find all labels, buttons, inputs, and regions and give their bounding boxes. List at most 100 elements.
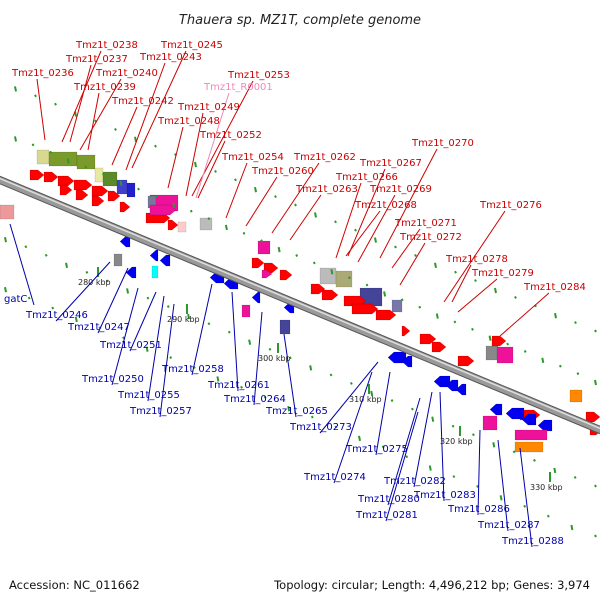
guide-tick	[137, 187, 140, 191]
guide-tick	[370, 390, 374, 397]
guide-tick	[44, 253, 48, 257]
guide-tick	[570, 524, 574, 531]
reverse-feature	[514, 441, 544, 453]
leader-line	[387, 397, 421, 506]
guide-tick	[194, 161, 197, 168]
forward-gene-arrow	[167, 219, 179, 231]
reverse-gene-arrow	[149, 249, 159, 262]
forward-gene-arrow	[279, 269, 293, 281]
forward-gene-arrow	[73, 179, 93, 191]
leader-line	[55, 261, 111, 322]
guide-tick	[523, 504, 527, 508]
gene-label: Tmz1t_0267	[359, 158, 422, 169]
guide-tick	[309, 365, 313, 371]
kbp-label: 320 kbp	[440, 437, 473, 446]
guide-tick	[66, 158, 70, 164]
guide-tick	[533, 458, 536, 462]
gene-label: gatC	[4, 294, 27, 305]
gene-label: Tmz1t_0288	[501, 536, 564, 547]
gene-label: Tmz1t_0257	[129, 406, 192, 417]
cog-block	[48, 151, 78, 167]
guide-tick	[268, 347, 272, 351]
cog-block	[335, 270, 353, 288]
guide-tick	[84, 165, 88, 169]
kbp-label: 330 kbp	[530, 483, 563, 492]
gene-label: Tmz1t_0265	[265, 406, 328, 417]
gene-label: Tmz1t_0266	[335, 172, 398, 183]
guide-tick	[145, 346, 149, 352]
forward-gene-arrow	[585, 411, 600, 423]
leader-line	[399, 242, 426, 286]
cog-block	[391, 299, 403, 313]
forward-gene-arrow	[43, 171, 59, 183]
guide-tick	[451, 424, 455, 428]
reverse-gene-arrow	[521, 413, 537, 426]
gene-label: Tmz1t_0249	[177, 102, 240, 113]
reverse-gene-arrow	[251, 291, 261, 304]
gene-label: Tmz1t_0260	[251, 166, 314, 177]
gene-label: Tmz1t_0276	[479, 200, 542, 211]
guide-tick	[576, 372, 580, 376]
cog-block	[496, 346, 514, 364]
guide-tick	[418, 305, 422, 309]
cog-block	[94, 167, 104, 183]
leader-line	[379, 148, 438, 259]
leader-line	[375, 371, 391, 456]
leader-line	[125, 62, 166, 171]
guide-tick	[254, 187, 257, 193]
gene-label: Tmz1t_0269	[369, 184, 432, 195]
guide-tick	[383, 291, 387, 297]
gene-label: Tmz1t_0264	[223, 394, 286, 405]
guide-tick	[310, 415, 314, 419]
guide-tick	[390, 399, 394, 402]
gene-label: Tmz1t_0272	[399, 232, 462, 243]
reverse-feature	[241, 304, 251, 318]
guide-tick	[349, 382, 353, 385]
leader-line	[185, 112, 204, 197]
reverse-feature	[482, 415, 498, 431]
forward-gene-arrow	[321, 289, 339, 301]
guide-tick	[242, 231, 246, 235]
leader-line	[9, 223, 35, 306]
reverse-gene-arrow	[401, 355, 413, 368]
gene-label: Tmz1t_0243	[139, 52, 202, 63]
leader-line	[69, 64, 92, 143]
guide-tick	[381, 445, 385, 449]
cog-block	[116, 179, 128, 195]
gene-label: Tmz1t_0273	[289, 422, 352, 433]
leader-line	[111, 106, 138, 166]
guide-tick	[411, 407, 414, 411]
forward-gene-arrow	[107, 190, 121, 202]
gene-label: Tmz1t_R0001	[203, 82, 273, 93]
guide-tick	[248, 339, 252, 345]
map-title: Thauera sp. MZ1T, complete genome	[179, 13, 421, 28]
gene-label: Tmz1t_0248	[157, 116, 220, 127]
cog-block	[485, 345, 499, 361]
leader-line	[271, 162, 320, 234]
guide-tick	[471, 327, 474, 331]
forward-gene-arrow	[91, 185, 109, 197]
guide-tick	[312, 261, 316, 265]
guide-tick	[488, 335, 492, 341]
leader-line	[347, 168, 386, 257]
leader-line	[79, 78, 122, 151]
guide-tick	[105, 279, 109, 283]
reverse-feature	[279, 319, 291, 335]
guide-tick	[277, 246, 281, 253]
guide-tick	[287, 405, 291, 412]
gene-label: Tmz1t_0238	[75, 40, 138, 51]
leader-line	[167, 126, 184, 189]
guide-tick	[85, 270, 89, 274]
gene-label: Tmz1t_0261	[207, 380, 270, 391]
leader-line	[253, 311, 263, 406]
leader-line	[499, 292, 550, 337]
forward-gene-arrow	[59, 184, 73, 196]
reverse-gene-arrow	[455, 383, 467, 396]
leader-line	[197, 140, 226, 199]
guide-tick	[216, 376, 220, 382]
gene-label: Tmz1t_0287	[477, 520, 540, 531]
forward-gene-arrow	[261, 269, 273, 279]
gene-label: Tmz1t_0254	[221, 152, 284, 163]
